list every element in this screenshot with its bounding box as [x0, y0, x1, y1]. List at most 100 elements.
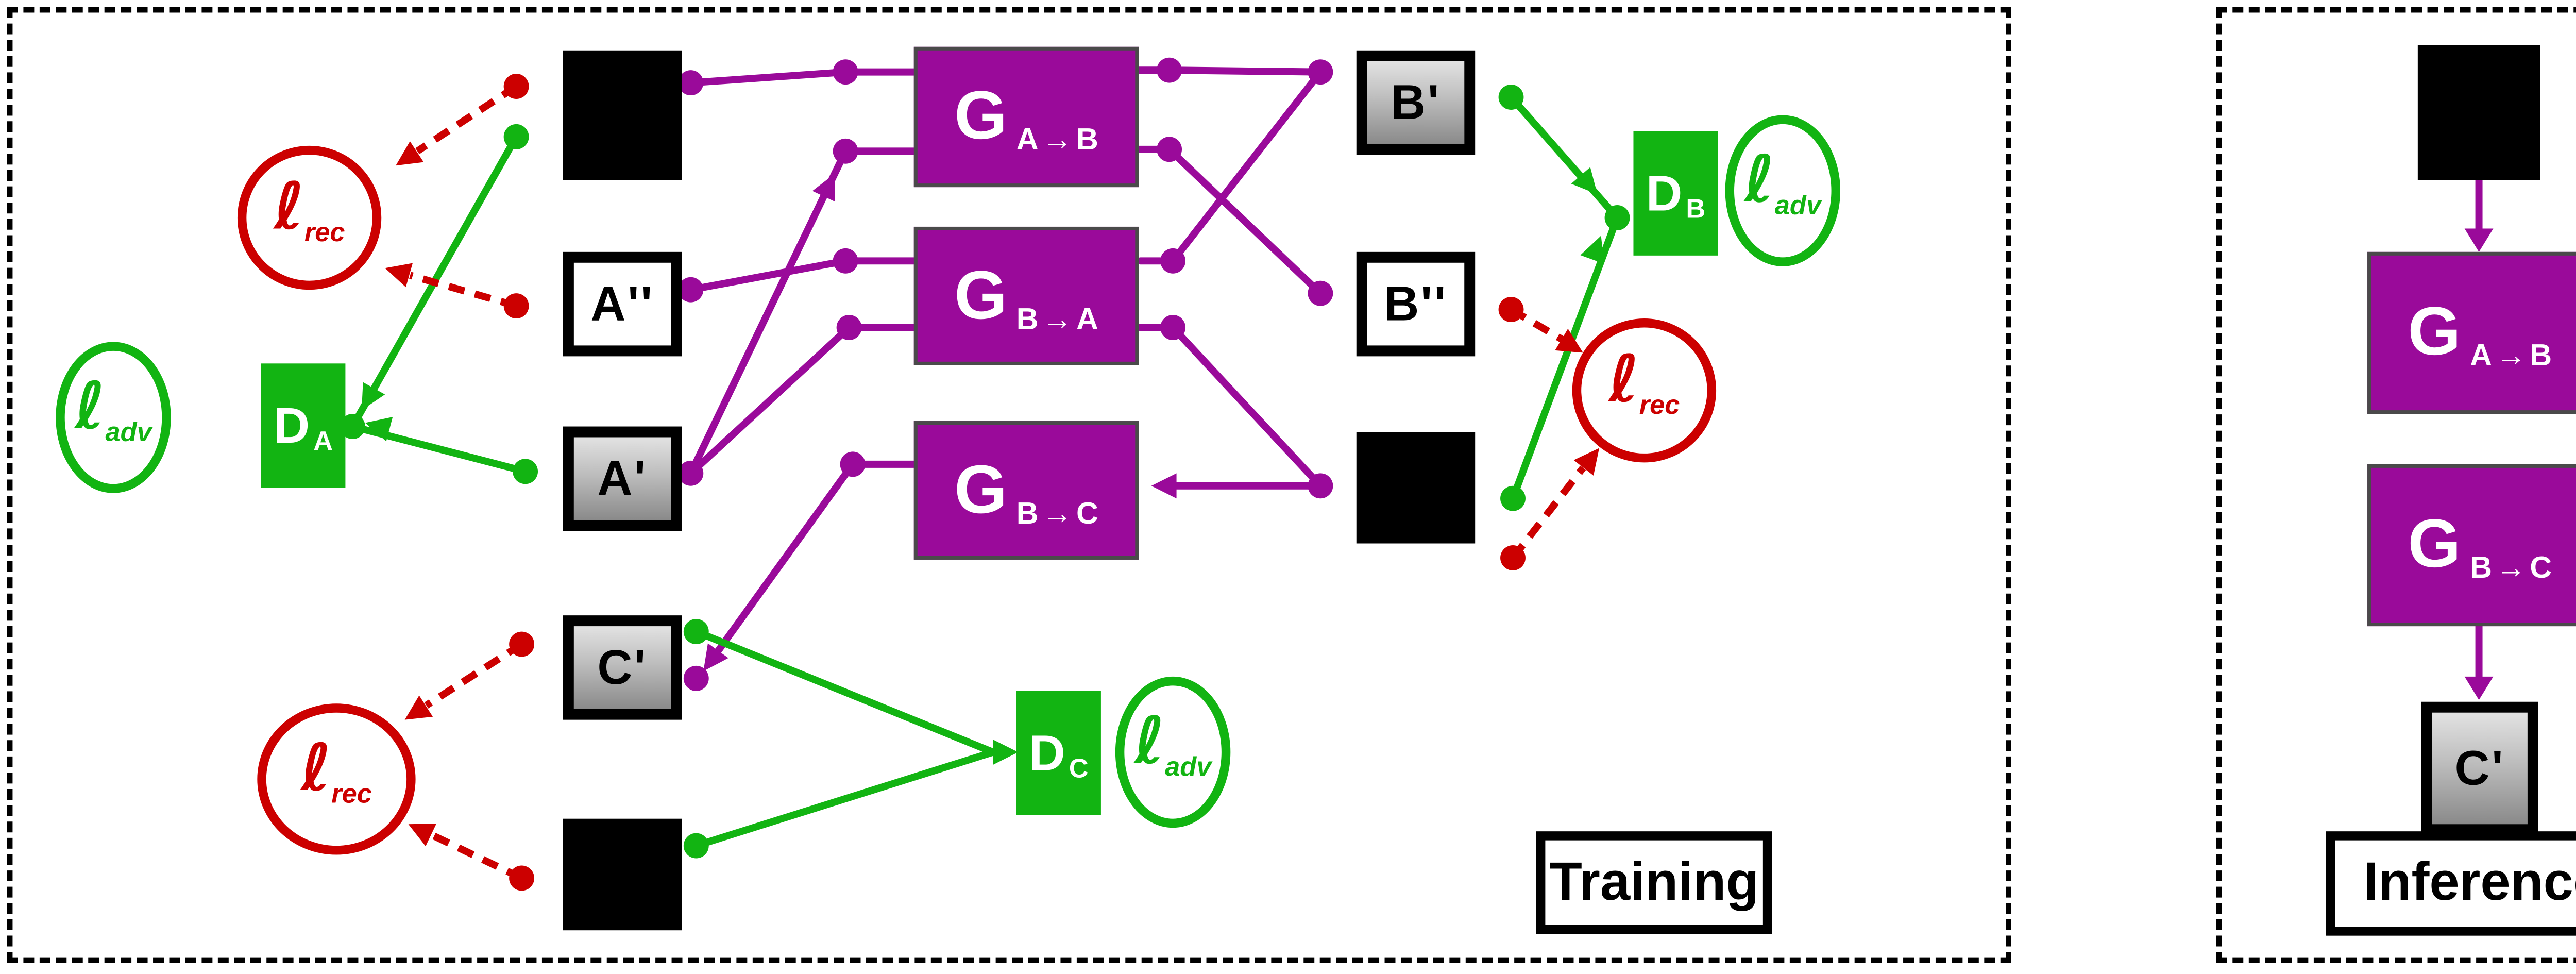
- image-label: C': [597, 640, 648, 694]
- discriminator-subscript: C: [1069, 754, 1089, 785]
- connector-dot-icon: [1157, 137, 1182, 162]
- image-real-c: [563, 818, 682, 931]
- arrowhead-icon: [385, 263, 413, 288]
- wire-segment: [1165, 145, 1324, 297]
- arrowhead-icon: [1580, 236, 1604, 264]
- connector-dot-icon: [1500, 545, 1526, 570]
- wire-segment: [430, 831, 523, 882]
- connector-dot-icon: [509, 865, 535, 891]
- loss-subscript: adv: [105, 416, 152, 447]
- loss-symbol: ℓ: [1744, 144, 1775, 218]
- inference-image-real-a: [2417, 45, 2540, 180]
- connector-dot-icon: [678, 460, 704, 486]
- loss-rec-c: ℓ rec: [257, 703, 416, 855]
- arrow-icon: →: [2495, 550, 2527, 585]
- connector-dot-icon: [509, 631, 535, 657]
- loss-subscript: rec: [331, 778, 372, 809]
- arrow-icon: →: [1042, 495, 1073, 530]
- connector-dot-icon: [833, 59, 858, 85]
- sub-from: B: [1016, 301, 1039, 336]
- image-real-a: [563, 50, 682, 180]
- connector-dot-icon: [683, 833, 709, 859]
- reconstruction-loss-wires: [385, 74, 1600, 891]
- image-real-b: [1356, 432, 1476, 544]
- connector-dot-icon: [678, 70, 704, 96]
- sub-from: B: [1016, 495, 1039, 530]
- arrowhead-icon: [1573, 448, 1600, 476]
- wire-segment: [1169, 68, 1324, 265]
- discriminator-subscript: B: [1686, 194, 1706, 225]
- connector-dot-icon: [833, 138, 858, 164]
- connector-dot-icon: [840, 451, 866, 477]
- connector-dot-icon: [1308, 59, 1333, 85]
- loss-adv-b: ℓ adv: [1725, 115, 1841, 266]
- image-label: A'': [590, 276, 654, 330]
- generator-symbol: G: [954, 452, 1008, 528]
- section-label-text: Training: [1549, 852, 1759, 912]
- generator-b-to-c: G B → C: [913, 421, 1139, 560]
- loss-rec-b: ℓ rec: [1572, 318, 1717, 463]
- connector-dot-icon: [683, 619, 709, 645]
- image-label: A': [597, 450, 648, 505]
- image-c-prime: C': [563, 615, 682, 720]
- wire-segment: [424, 641, 524, 709]
- loss-symbol: ℓ: [1608, 343, 1639, 418]
- generator-symbol: G: [954, 79, 1008, 155]
- generator-subscript: B → C: [2470, 550, 2552, 586]
- training-panel-border: [7, 7, 2011, 963]
- discriminator-a: D A: [261, 363, 346, 488]
- generator-a-to-b: G A → B: [913, 46, 1139, 188]
- arrowhead-icon: [408, 824, 437, 847]
- loss-symbol: ℓ: [75, 371, 106, 445]
- loss-rec-a: ℓ rec: [237, 145, 382, 290]
- sub-from: A: [1016, 122, 1039, 157]
- generator-subscript: B → A: [1016, 301, 1098, 338]
- connector-dot-icon: [503, 74, 529, 99]
- arrowhead-icon: [1571, 167, 1598, 195]
- discriminator-subscript: A: [313, 426, 333, 457]
- sub-to: C: [2530, 550, 2552, 585]
- image-label: B': [1391, 74, 1441, 129]
- sub-to: B: [2530, 338, 2552, 373]
- wire-segment: [687, 147, 850, 477]
- loss-adv-c: ℓ adv: [1115, 676, 1231, 828]
- inference-generator-b-to-c: G B → C: [2367, 464, 2576, 627]
- connector-dot-icon: [1498, 297, 1524, 323]
- loss-subscript: adv: [1774, 190, 1822, 221]
- image-label: B'': [1384, 276, 1448, 330]
- discriminator-c: D C: [1016, 691, 1101, 815]
- inference-image-c-prime: C': [2421, 701, 2538, 835]
- connector-dot-icon: [340, 414, 365, 439]
- generator-symbol: G: [2408, 295, 2461, 371]
- generator-symbol: G: [954, 258, 1008, 334]
- wire-segment: [1509, 214, 1621, 502]
- arrowhead-icon: [2464, 228, 2494, 252]
- wire-segment: [687, 68, 850, 87]
- wire-segment: [692, 628, 997, 756]
- connector-dot-icon: [683, 665, 709, 691]
- loss-symbol: ℓ: [1134, 705, 1165, 779]
- wire-segment: [409, 272, 518, 310]
- wire-segment: [1165, 66, 1324, 76]
- discriminator-symbol: D: [1646, 164, 1683, 221]
- generator-subscript: B → C: [1016, 496, 1098, 532]
- arrowhead-icon: [396, 141, 424, 166]
- inference-section-label: Inference: [2326, 831, 2576, 936]
- discriminator-symbol: D: [1029, 724, 1065, 780]
- wire-segment: [692, 748, 997, 850]
- arrowhead-icon: [1555, 328, 1583, 353]
- wire-segment: [1510, 465, 1586, 560]
- image-label: C': [2454, 740, 2505, 795]
- inference-generator-a-to-b: G A → B: [2367, 251, 2576, 414]
- loss-adv-a: ℓ adv: [56, 342, 171, 493]
- wire-segment: [1169, 324, 1324, 490]
- connector-dot-icon: [1160, 315, 1186, 340]
- arrowhead-icon: [404, 695, 433, 720]
- connector-dot-icon: [1308, 473, 1333, 499]
- adversarial-wires: [340, 85, 1630, 859]
- image-a-prime: A': [563, 426, 682, 531]
- connector-dot-icon: [503, 293, 529, 319]
- generator-subscript: A → B: [1016, 122, 1098, 158]
